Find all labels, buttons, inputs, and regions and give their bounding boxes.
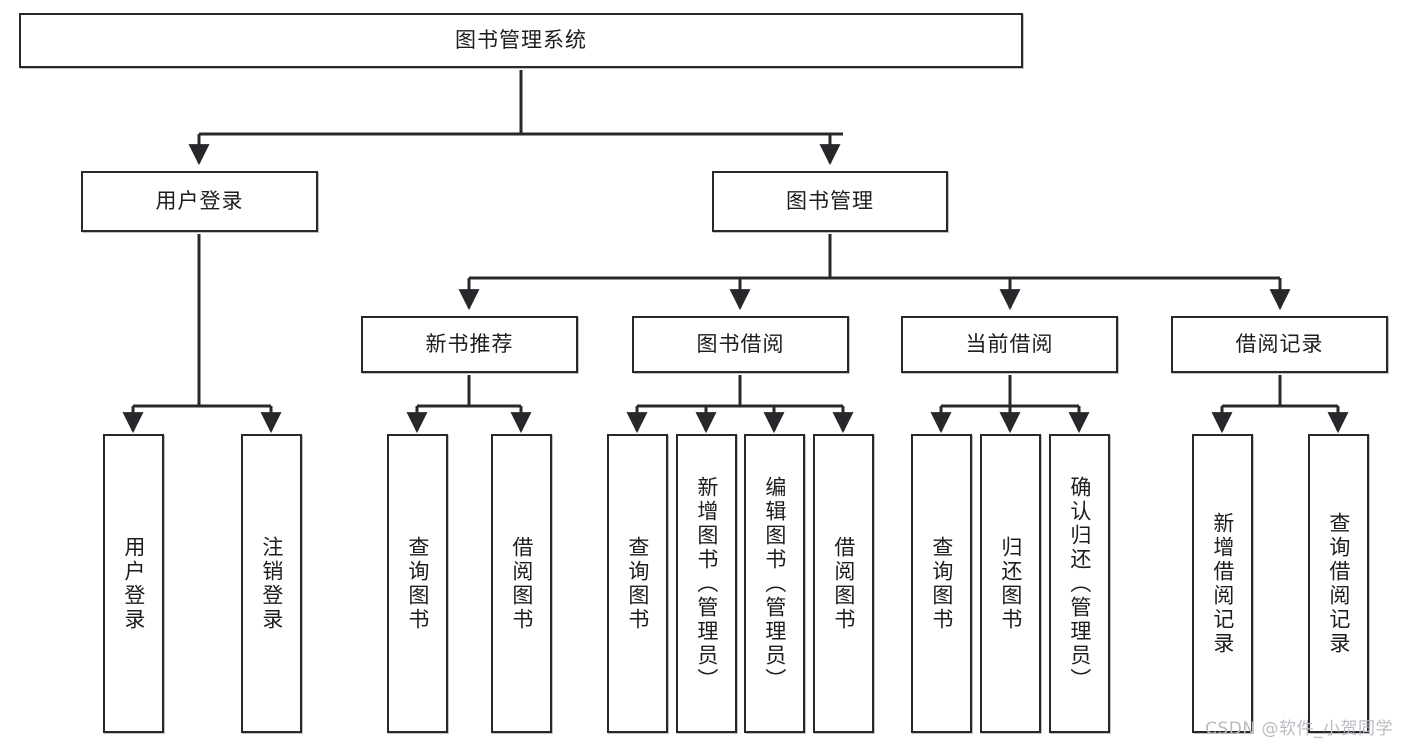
node-leaf-user-logout-label: 注销登录 xyxy=(259,535,284,632)
node-borrow-record-label: 借阅记录 xyxy=(1235,332,1324,357)
node-leaf-query-book-2[interactable]: 查询图书 xyxy=(607,434,668,733)
node-user-login-label: 用户登录 xyxy=(155,189,244,214)
node-book-borrow[interactable]: 图书借阅 xyxy=(632,316,849,373)
node-leaf-add-record[interactable]: 新增借阅记录 xyxy=(1192,434,1253,733)
node-leaf-add-record-label: 新增借阅记录 xyxy=(1210,511,1235,656)
node-book-borrow-label: 图书借阅 xyxy=(696,332,785,357)
node-borrow-record[interactable]: 借阅记录 xyxy=(1171,316,1388,373)
node-leaf-add-book[interactable]: 新增图书（管理员） xyxy=(676,434,737,733)
node-leaf-borrow-book-2[interactable]: 借阅图书 xyxy=(813,434,874,733)
node-leaf-borrow-book-1-label: 借阅图书 xyxy=(509,535,534,632)
watermark-text: CSDN @软件_小贺同学 xyxy=(1205,719,1393,739)
node-leaf-confirm-return-label: 确认归还（管理员） xyxy=(1067,475,1092,692)
node-leaf-user-login-label: 用户登录 xyxy=(121,535,146,632)
node-root[interactable]: 图书管理系统 xyxy=(19,13,1023,68)
node-new-book-recommend-label: 新书推荐 xyxy=(425,332,514,357)
node-leaf-query-book-1[interactable]: 查询图书 xyxy=(387,434,448,733)
node-leaf-borrow-book-1[interactable]: 借阅图书 xyxy=(491,434,552,733)
node-leaf-borrow-book-2-label: 借阅图书 xyxy=(831,535,856,632)
node-new-book-recommend[interactable]: 新书推荐 xyxy=(361,316,578,373)
node-book-manage-label: 图书管理 xyxy=(786,189,874,214)
node-leaf-edit-book[interactable]: 编辑图书（管理员） xyxy=(744,434,805,733)
node-leaf-query-book-1-label: 查询图书 xyxy=(405,535,430,632)
node-leaf-user-logout[interactable]: 注销登录 xyxy=(241,434,302,733)
node-book-manage[interactable]: 图书管理 xyxy=(712,171,948,232)
node-current-borrow[interactable]: 当前借阅 xyxy=(901,316,1118,373)
node-user-login[interactable]: 用户登录 xyxy=(81,171,318,232)
node-leaf-return-book[interactable]: 归还图书 xyxy=(980,434,1041,733)
node-leaf-query-record[interactable]: 查询借阅记录 xyxy=(1308,434,1369,733)
node-root-label: 图书管理系统 xyxy=(455,28,587,53)
node-leaf-user-login[interactable]: 用户登录 xyxy=(103,434,164,733)
node-leaf-add-book-label: 新增图书（管理员） xyxy=(694,475,719,692)
node-leaf-query-book-2-label: 查询图书 xyxy=(625,535,650,632)
node-leaf-query-book-3-label: 查询图书 xyxy=(929,535,954,632)
node-leaf-confirm-return[interactable]: 确认归还（管理员） xyxy=(1049,434,1110,733)
node-leaf-query-book-3[interactable]: 查询图书 xyxy=(911,434,972,733)
node-current-borrow-label: 当前借阅 xyxy=(965,332,1054,357)
node-leaf-query-record-label: 查询借阅记录 xyxy=(1326,511,1351,656)
node-leaf-edit-book-label: 编辑图书（管理员） xyxy=(762,475,787,692)
node-leaf-return-book-label: 归还图书 xyxy=(998,535,1023,632)
